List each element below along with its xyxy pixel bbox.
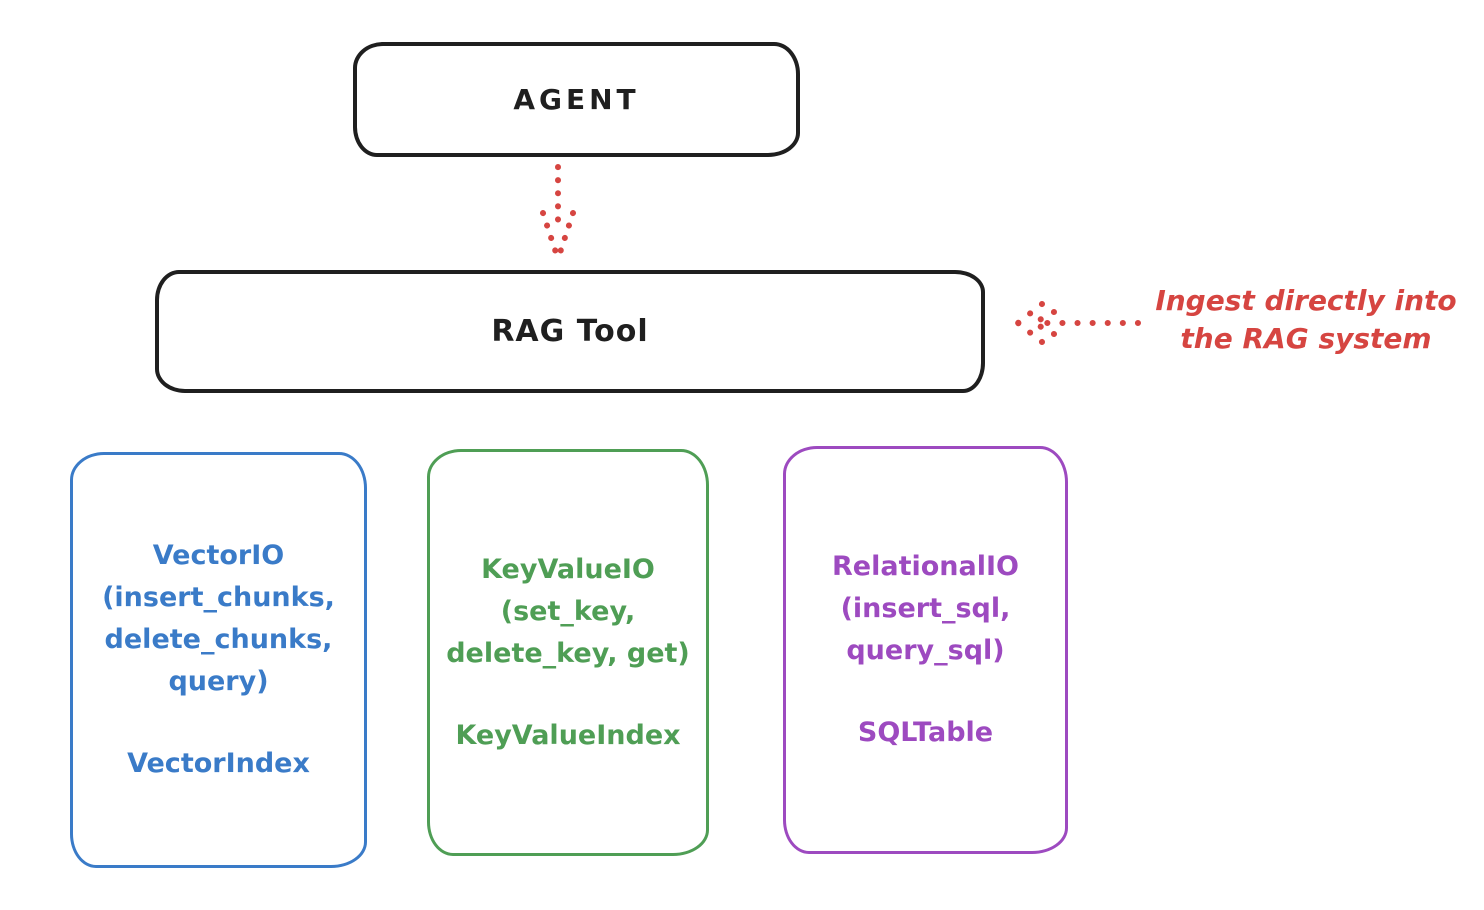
vector-io-api-label: VectorIO (insert_chunks, delete_chunks, … <box>102 540 335 697</box>
backend-box-keyvalue-io: KeyValueIO (set_key, delete_key, get) Ke… <box>427 449 709 856</box>
agent-label: AGENT <box>513 83 640 116</box>
backend-box-vector-io: VectorIO (insert_chunks, delete_chunks, … <box>70 452 367 868</box>
keyvalue-io-api-label: KeyValueIO (set_key, delete_key, get) <box>446 553 690 669</box>
relational-io-api-label: RelationalIO (insert_sql, query_sql) <box>832 551 1019 666</box>
arrow-down-icon <box>540 164 576 262</box>
keyvalue-index-label: KeyValueIndex <box>455 719 681 751</box>
ingest-annotation-line2: the RAG system <box>1180 322 1432 355</box>
arrow-left-icon <box>1015 301 1141 345</box>
ingest-annotation: Ingest directly into the RAG system <box>1138 282 1474 358</box>
agent-box: AGENT <box>353 42 800 157</box>
vector-index-label: VectorIndex <box>127 748 310 779</box>
rag-tool-box: RAG Tool <box>155 270 985 393</box>
sql-table-label: SQLTable <box>857 717 994 748</box>
backend-box-relational-io: RelationalIO (insert_sql, query_sql) SQL… <box>783 446 1068 854</box>
ingest-annotation-line1: Ingest directly into <box>1155 284 1457 317</box>
rag-tool-label: RAG Tool <box>491 314 649 349</box>
